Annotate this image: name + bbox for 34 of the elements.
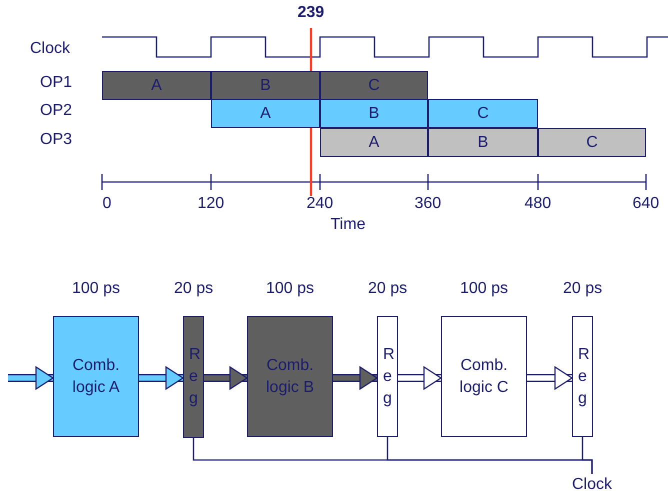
delay-label: 20 ps [563, 280, 602, 298]
tick-label: 120 [198, 195, 224, 213]
delay-label: 100 ps [460, 280, 508, 298]
signal-name: Clock [30, 40, 70, 58]
timing-bar: A [211, 99, 320, 128]
delay-label: 100 ps [266, 280, 314, 298]
signal-name: OP2 [40, 102, 72, 120]
register-block: Reg [377, 316, 398, 437]
clock-label: Clock [568, 474, 616, 491]
register-block: Reg [183, 316, 204, 438]
logic-block: Comb. logic A [53, 316, 139, 437]
tick-label: 360 [414, 195, 442, 213]
timing-bar: C [428, 99, 538, 128]
timing-bar: B [211, 71, 320, 100]
tick-label: 640 [632, 195, 660, 213]
delay-label: 20 ps [368, 280, 408, 298]
logic-block: Comb. logic C [441, 316, 527, 437]
timing-bar: C [320, 71, 428, 100]
register-block: Reg [572, 316, 593, 437]
tick-label: 0 [102, 195, 112, 213]
delay-label: 20 ps [174, 280, 214, 298]
timing-bar: A [102, 71, 211, 100]
delay-label: 100 ps [72, 280, 120, 298]
timing-bar: B [428, 128, 538, 157]
cursor-value: 239 [298, 4, 324, 22]
logic-block: Comb. logic B [247, 316, 333, 437]
signal-name: OP1 [40, 74, 72, 92]
timing-bar: A [320, 128, 428, 157]
tick-label: 480 [524, 195, 552, 213]
timing-bar: C [538, 128, 646, 157]
timing-bar: B [320, 99, 428, 128]
tick-label: 240 [306, 195, 334, 213]
axis-title: Time [330, 216, 366, 234]
signal-name: OP3 [40, 131, 72, 149]
